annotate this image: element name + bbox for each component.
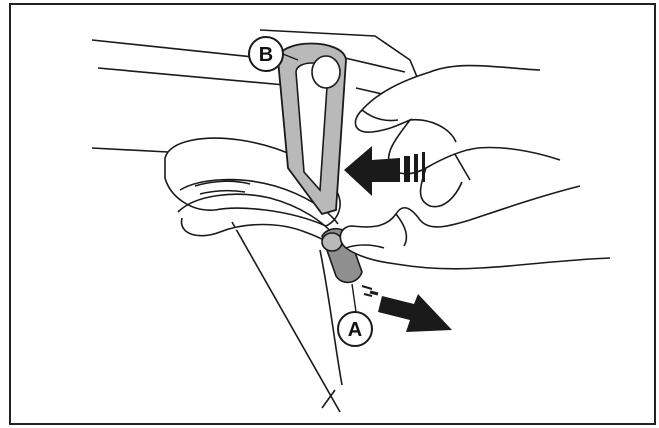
callout-b-circle [248,36,284,72]
lower-hand [339,185,611,270]
upper-hand [354,64,561,208]
callout-a-label: A [348,319,362,341]
arrow-down-right-icon [361,285,452,332]
callout-b: B [248,36,299,72]
body-outline [231,221,343,413]
callout-a: A [337,283,373,347]
callout-b-label: B [259,44,273,66]
bracket-b-hole [311,55,341,89]
bracket-b [277,42,347,216]
arrow-left-icon [344,146,425,196]
callout-a-circle [337,311,373,347]
figure-frame [9,3,656,425]
